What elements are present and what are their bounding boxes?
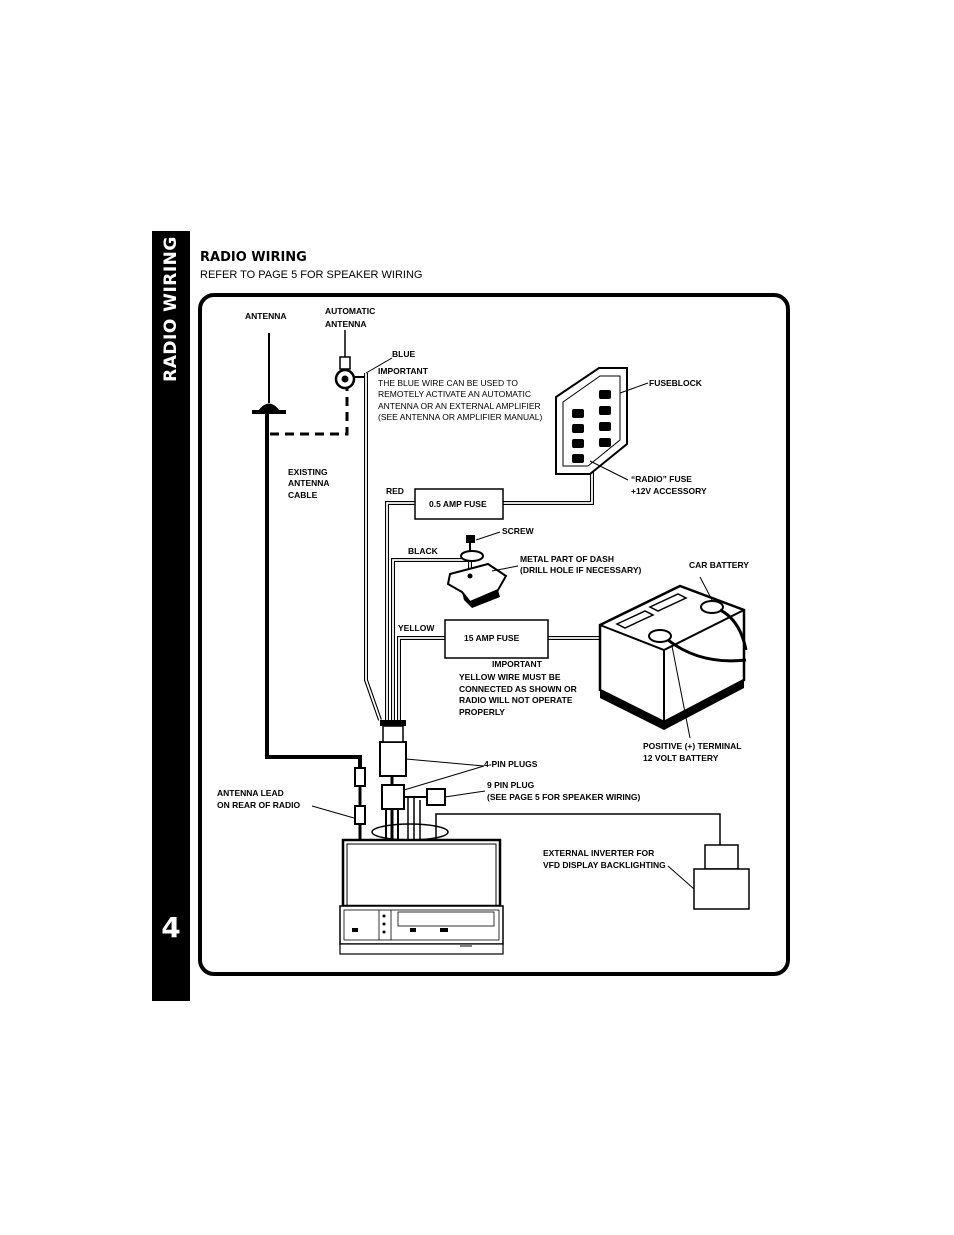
fifteen-amp-fuse-box (444, 619, 549, 659)
label-automatic: AUTOMATIC (325, 306, 376, 316)
label-existing: EXISTING (288, 467, 328, 477)
car-battery-icon (598, 576, 748, 739)
note-2-line-4: PROPERLY (459, 707, 505, 717)
antenna-icon (252, 333, 286, 414)
screw-icon (460, 531, 501, 562)
label-nine-pin-note: (SEE PAGE 5 FOR SPEAKER WIRING) (487, 792, 641, 802)
inverter-box (667, 844, 750, 910)
automatic-antenna-icon (334, 330, 366, 390)
note-1-line-1: THE BLUE WIRE CAN BE USED TO (378, 378, 518, 388)
label-12-volt: 12 VOLT BATTERY (643, 753, 719, 763)
label-car-battery: CAR BATTERY (689, 560, 749, 570)
label-positive-terminal: POSITIVE (+) TERMINAL (643, 741, 742, 751)
note-2-line-1: YELLOW WIRE MUST BE (459, 672, 561, 682)
note-1-line-2: REMOTELY ACTIVATE AN AUTOMATIC (378, 389, 532, 399)
label-yellow: YELLOW (398, 623, 435, 633)
fuseblock-icon (555, 367, 649, 481)
label-important-2: IMPORTANT (492, 659, 542, 669)
note-2-line-3: RADIO WILL NOT OPERATE (459, 695, 573, 705)
existing-antenna-cable (265, 414, 362, 770)
label-screw: SCREW (502, 526, 534, 536)
label-vfd-backlighting: VFD DISPLAY BACKLIGHTING (543, 860, 666, 870)
note-1-line-4: (SEE ANTENNA OR AMPLIFIER MANUAL) (378, 412, 543, 422)
radio-head-unit-icon (339, 838, 504, 955)
page-subtitle: REFER TO PAGE 5 FOR SPEAKER WIRING (200, 269, 423, 281)
label-existing-antenna: ANTENNA (288, 478, 330, 488)
page-title: RADIO WIRING (200, 250, 307, 265)
label-fifteen-amp-fuse: 15 AMP FUSE (464, 633, 520, 643)
label-blue: BLUE (392, 349, 416, 359)
label-rear-of-radio: ON REAR OF RADIO (217, 800, 301, 810)
label-automatic-antenna: ANTENNA (325, 319, 367, 329)
label-nine-pin: 9 PIN PLUG (487, 780, 535, 790)
wire-harness (371, 720, 486, 841)
label-metal-dash: METAL PART OF DASH (520, 554, 614, 564)
label-red: RED (386, 486, 404, 496)
label-inverter: EXTERNAL INVERTER FOR (543, 848, 655, 858)
label-accessory: +12V ACCESSORY (631, 486, 707, 496)
diagram-frame (198, 293, 790, 976)
half-amp-fuse-box (414, 488, 504, 520)
label-four-pin: 4-PIN PLUGS (484, 759, 538, 769)
label-fuseblock: FUSEBLOCK (649, 378, 702, 388)
label-important-1: IMPORTANT (378, 366, 428, 376)
note-1-line-3: ANTENNA OR AN EXTERNAL AMPLIFIER (378, 401, 541, 411)
label-antenna-lead: ANTENNA LEAD (217, 788, 284, 798)
auto-antenna-dashed-line (270, 388, 349, 436)
note-2-line-2: CONNECTED AS SHOWN OR (459, 684, 577, 694)
metal-dash-icon (446, 562, 519, 608)
antenna-lead-plug (311, 767, 366, 840)
label-drill-hole: (DRILL HOLE IF NECESSARY) (520, 565, 642, 575)
section-sidebar: RADIO WIRING 4 (152, 231, 190, 1001)
page-number: 4 (161, 911, 181, 944)
label-half-amp-fuse: 0.5 AMP FUSE (429, 499, 487, 509)
label-existing-cable: CABLE (288, 490, 318, 500)
label-antenna: ANTENNA (245, 311, 287, 321)
label-radio-fuse: “RADIO” FUSE (631, 474, 692, 484)
label-black: BLACK (408, 546, 438, 556)
